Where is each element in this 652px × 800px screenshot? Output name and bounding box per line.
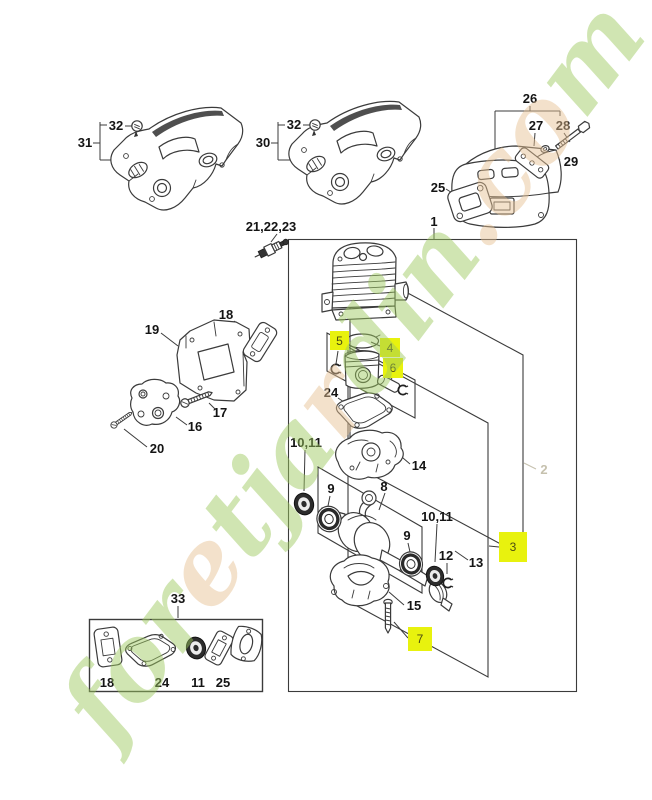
label-bearing-right-9: 9: [403, 528, 410, 543]
muffler-gasket-drawing: [447, 181, 493, 223]
label-mount-16: 16: [188, 419, 202, 434]
crankcase-top-drawing: [335, 429, 404, 480]
exhaust-gasket-drawing: [242, 321, 278, 363]
hotspot-circlip-5-label[interactable]: 5: [336, 334, 343, 348]
cylinder-gasket-drawing: [335, 392, 393, 429]
crankcase-bottom-drawing: [329, 554, 390, 607]
label-set-item-18: 18: [100, 675, 114, 690]
hotspot-circlip-5[interactable]: 5: [330, 331, 349, 350]
label-cover-30: 30: [256, 135, 270, 150]
label-bearing-kit-13: 13: [469, 555, 483, 570]
watermark: foretjardin.com: [33, 0, 652, 768]
mount-screw-short-drawing: [109, 409, 135, 430]
label-gasket-18: 18: [219, 307, 233, 322]
label-set-item-11: 11: [191, 675, 205, 690]
label-seal-left-1011: 10,11: [290, 435, 322, 450]
short-block-screw-drawing: [383, 598, 393, 634]
spark-plug-drawing: [254, 238, 289, 259]
cover-left-drawing: [110, 106, 244, 211]
svg-text:foretjardin.com: foretjardin.com: [33, 0, 652, 768]
label-washer-29: 29: [564, 154, 578, 169]
label-set-item-25: 25: [216, 675, 230, 690]
label-crankshaft-8: 8: [380, 479, 387, 494]
hotspot-short-block-3-label[interactable]: 3: [510, 540, 517, 554]
crankshaft-box: [317, 466, 423, 594]
washer-drawing: [540, 145, 550, 153]
label-muffler-gasket-25: 25: [431, 180, 445, 195]
label-screw-17: 17: [213, 405, 227, 420]
hotspot-ring-4[interactable]: 4: [380, 338, 400, 357]
cooling-plate-drawing: [514, 147, 550, 179]
label-engine-box-1: 1: [430, 214, 437, 229]
label-bolt-28: 28: [556, 118, 570, 133]
hotspot-ring-4-label[interactable]: 4: [387, 341, 394, 355]
label-circlip-12: 12: [439, 548, 453, 563]
label-crankcase-bottom-15: 15: [407, 598, 421, 613]
piston-drawing: [344, 350, 380, 389]
label-bearing-left-9: 9: [327, 481, 334, 496]
label-shield-19: 19: [145, 322, 159, 337]
label-screw-32-right: 32: [287, 117, 301, 132]
label-screw-32-left: 32: [109, 118, 123, 133]
cylinder-drawing: [321, 242, 410, 321]
label-cover-31: 31: [78, 135, 92, 150]
label-screw-20: 20: [150, 441, 164, 456]
hotspot-pin-6-label[interactable]: 6: [390, 361, 397, 375]
label-gasket-set-33: 33: [171, 591, 185, 606]
label-engine-assembly-2: 2: [540, 462, 547, 477]
heat-shield-drawing: [176, 319, 251, 402]
hotspot-screw-7[interactable]: 7: [408, 627, 432, 651]
shaft-circlip-drawing: [442, 577, 454, 589]
hotspot-screw-7-label[interactable]: 7: [417, 632, 424, 646]
label-plate-27: 27: [529, 118, 543, 133]
label-cylinder-gasket-24: 24: [324, 385, 339, 400]
cover-right-drawing: [288, 100, 422, 205]
mount-block-drawing: [130, 378, 181, 426]
label-set-item-24: 24: [155, 675, 170, 690]
label-spark-plug: 21,22,23: [246, 219, 297, 234]
gasket-set-box: [88, 618, 264, 693]
label-crankcase-top-14: 14: [412, 458, 427, 473]
wrist-pin-drawing: [377, 374, 401, 393]
engine-box-1: [287, 238, 578, 693]
hotspot-short-block-3[interactable]: 3: [499, 532, 527, 562]
hotspot-pin-6[interactable]: 6: [383, 358, 403, 378]
label-seal-right-1011: 10,11: [421, 509, 453, 524]
label-muffler-26: 26: [523, 91, 537, 106]
